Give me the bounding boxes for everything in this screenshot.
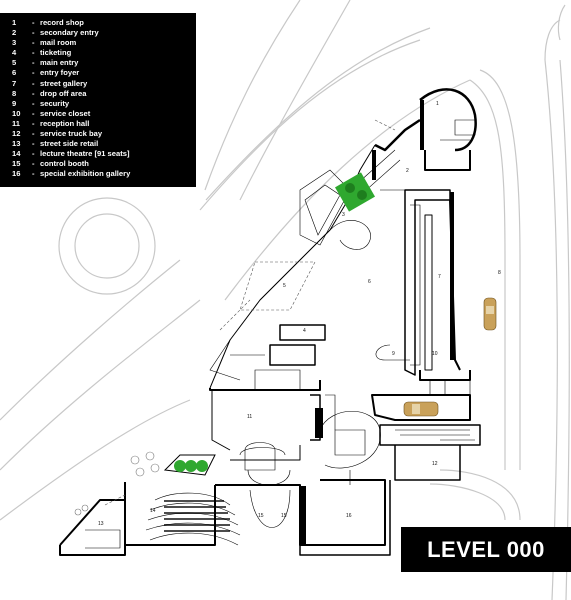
legend-item: 9 -security xyxy=(12,99,196,109)
legend-item-number: 10 xyxy=(12,108,21,118)
legend-item-separator: - xyxy=(32,48,35,58)
parked-cars xyxy=(403,297,497,417)
legend-item-number: 3 xyxy=(12,38,17,48)
legend-item-label: secondary entry xyxy=(40,28,99,38)
room-label: 3 xyxy=(342,212,345,218)
legend-item-number: 8 xyxy=(12,88,17,98)
room-label: 8 xyxy=(498,270,501,276)
legend-item-number: 11 xyxy=(12,118,21,128)
room-label: 6 xyxy=(368,279,371,285)
legend-item-label: street gallery xyxy=(40,78,88,88)
legend-item-label: lecture theatre [91 seats] xyxy=(40,149,130,159)
legend-item-separator: - xyxy=(32,38,35,48)
room-label: 2 xyxy=(406,168,409,174)
legend-item-label: main entry xyxy=(40,58,79,68)
legend-item: 4 -ticketing xyxy=(12,48,196,58)
legend-item-number: 1 xyxy=(12,18,17,27)
room-label: 4 xyxy=(303,328,306,334)
room-label: 7 xyxy=(438,274,441,280)
room-label: 15 xyxy=(258,513,264,519)
room-number-labels: 1 2 3 4 5 6 7 8 9 10 11 12 13 14 15 15 1… xyxy=(98,101,501,527)
legend-item-separator: - xyxy=(32,88,35,98)
legend-item: 12 -service truck bay xyxy=(12,129,196,139)
legend-item: 6 -entry foyer xyxy=(12,68,196,78)
legend-item-label: reception hall xyxy=(40,118,90,128)
legend-item-number: 12 xyxy=(12,129,21,139)
legend-item-label: service truck bay xyxy=(40,129,103,139)
room-label: 10 xyxy=(432,351,438,357)
legend-item-separator: - xyxy=(32,98,35,108)
legend-item-number: 5 xyxy=(12,58,17,68)
legend-item-number: 6 xyxy=(12,68,17,78)
legend-item-label: street side retail xyxy=(40,139,99,149)
legend-item-separator: - xyxy=(32,169,35,179)
legend-item-label: ticketing xyxy=(40,48,72,58)
legend-item: 16 -special exhibition gallery xyxy=(12,169,196,179)
legend-item: 7 -street gallery xyxy=(12,79,196,89)
legend-item-separator: - xyxy=(32,108,35,118)
legend-item-number: 7 xyxy=(12,78,17,88)
legend-item-separator: - xyxy=(32,28,35,38)
legend-item-separator: - xyxy=(32,159,35,169)
legend-item-separator: - xyxy=(32,139,35,149)
legend-item: 13 -street side retail xyxy=(12,139,196,149)
legend-item-separator: - xyxy=(32,118,35,128)
outdoor-canopies xyxy=(104,119,396,506)
room-label: 11 xyxy=(247,414,252,420)
planting xyxy=(163,172,375,476)
legend-item: 1 -record shop xyxy=(12,18,196,28)
level-label: LEVEL 000 xyxy=(401,527,571,572)
legend-item-label: control booth xyxy=(40,159,89,169)
room-label: 5 xyxy=(283,283,286,289)
legend-item: 15 -control booth xyxy=(12,159,196,169)
legend-item-separator: - xyxy=(32,58,35,68)
solid-walls xyxy=(300,100,454,544)
legend-item-label: record shop xyxy=(40,18,84,27)
room-label: 12 xyxy=(432,461,438,467)
legend-item-number: 14 xyxy=(12,149,21,159)
outdoor-seating xyxy=(74,451,160,516)
legend-item: 10 -service closet xyxy=(12,109,196,119)
theatre-seating xyxy=(164,500,230,532)
legend-item-label: special exhibition gallery xyxy=(40,169,131,179)
legend-item-separator: - xyxy=(32,129,35,139)
legend-item-number: 13 xyxy=(12,139,21,149)
legend-item: 14 -lecture theatre [91 seats] xyxy=(12,149,196,159)
legend-item-label: security xyxy=(40,98,70,108)
legend-item-number: 9 xyxy=(12,98,17,108)
room-label: 14 xyxy=(150,508,156,514)
legend-item: 2 -secondary entry xyxy=(12,28,196,38)
legend-item-number: 15 xyxy=(12,159,21,169)
room-label: 15 xyxy=(281,513,287,519)
legend-item-label: service closet xyxy=(40,108,91,118)
legend-item-number: 2 xyxy=(12,28,17,38)
room-label: 9 xyxy=(392,351,395,357)
legend-item-label: drop off area xyxy=(40,88,87,98)
legend-item-separator: - xyxy=(32,78,35,88)
legend-item-number: 16 xyxy=(12,169,21,179)
legend-item-separator: - xyxy=(32,149,35,159)
legend-item-separator: - xyxy=(32,18,35,27)
legend-item: 3 -mail room xyxy=(12,38,196,48)
legend-item: 8 -drop off area xyxy=(12,89,196,99)
legend-item: 11 -reception hall xyxy=(12,119,196,129)
legend-item: 5 -main entry xyxy=(12,58,196,68)
room-label: 1 xyxy=(436,101,439,107)
legend-item-number: 4 xyxy=(12,48,17,58)
legend-item-label: entry foyer xyxy=(40,68,80,78)
room-label: 16 xyxy=(346,513,352,519)
room-label: 13 xyxy=(98,521,104,527)
legend-item-separator: - xyxy=(32,68,35,78)
legend-item-label: mail room xyxy=(40,38,77,48)
